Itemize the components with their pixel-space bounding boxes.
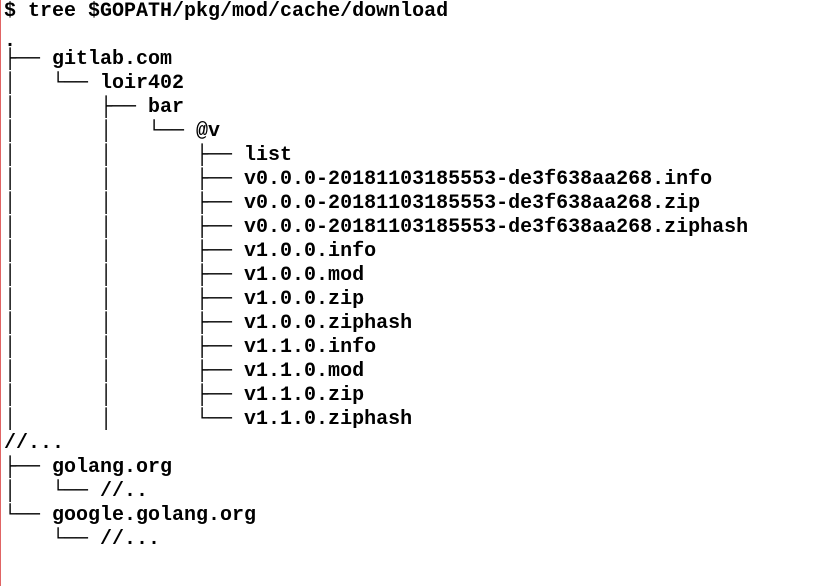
tree-line: │ └── loir402 [4, 72, 184, 96]
tree-entry: v0.0.0-20181103185553-de3f638aa268.zip [244, 192, 701, 215]
tree-entry: v0.0.0-20181103185553-de3f638aa268.zipha… [244, 216, 749, 239]
tree-line: │ │ ├── v1.1.0.info [4, 336, 376, 360]
tree-entry: google.golang.org [52, 504, 257, 527]
tree-line: │ ├── bar [4, 96, 184, 120]
terminal-output: $ tree $GOPATH/pkg/mod/cache/download . … [4, 0, 820, 586]
tree-entry: loir402 [100, 72, 185, 95]
tree-line: └── //... [4, 528, 160, 552]
tree-line: │ │ ├── list [4, 144, 292, 168]
command-line: $ tree $GOPATH/pkg/mod/cache/download [4, 0, 448, 24]
tree-line: │ │ ├── v1.0.0.info [4, 240, 376, 264]
tree-branch: │ │ ├── [4, 192, 245, 215]
tree-line: │ │ ├── v1.1.0.zip [4, 384, 364, 408]
tree-line: . [4, 30, 16, 54]
tree-entry: v1.1.0.ziphash [244, 408, 413, 431]
tree-branch: ├── [4, 48, 53, 71]
tree-line: ├── golang.org [4, 456, 172, 480]
tree-line: │ │ ├── v0.0.0-20181103185553-de3f638aa2… [4, 192, 700, 216]
tree-entry: v1.0.0.ziphash [244, 312, 413, 335]
tree-entry: v0.0.0-20181103185553-de3f638aa268.info [244, 168, 713, 191]
tree-entry: @v [196, 120, 221, 143]
tree-entry: //... [4, 432, 65, 455]
tree-entry: v1.1.0.info [244, 336, 377, 359]
tree-entry: v1.0.0.mod [244, 264, 365, 287]
tree-entry: //.. [100, 480, 149, 503]
tree-line: │ │ ├── v0.0.0-20181103185553-de3f638aa2… [4, 216, 748, 240]
tree-branch: │ │ └── [4, 408, 245, 431]
tree-branch: │ │ ├── [4, 384, 245, 407]
command-text: tree $GOPATH/pkg/mod/cache/download [28, 0, 449, 23]
tree-line: │ │ ├── v1.0.0.zip [4, 288, 364, 312]
tree-entry: v1.1.0.zip [244, 384, 365, 407]
tree-entry: list [244, 144, 293, 167]
tree-line: │ └── //.. [4, 480, 148, 504]
tree-entry: gitlab.com [52, 48, 173, 71]
tree-branch: │ │ ├── [4, 240, 245, 263]
tree-entry: v1.1.0.mod [244, 360, 365, 383]
tree-entry: v1.0.0.info [244, 240, 377, 263]
tree-entry: bar [148, 96, 185, 119]
tree-line: │ │ ├── v1.0.0.ziphash [4, 312, 412, 336]
tree-line: │ │ ├── v1.0.0.mod [4, 264, 364, 288]
tree-branch: │ │ ├── [4, 288, 245, 311]
tree-branch: │ │ ├── [4, 336, 245, 359]
tree-branch: └── [4, 528, 101, 551]
tree-branch: │ │ ├── [4, 144, 245, 167]
tree-branch: │ ├── [4, 96, 149, 119]
prompt-symbol: $ [4, 0, 29, 23]
tree-branch: │ │ ├── [4, 312, 245, 335]
tree-line: │ │ └── @v [4, 120, 220, 144]
tree-entry: v1.0.0.zip [244, 288, 365, 311]
tree-line: └── google.golang.org [4, 504, 256, 528]
tree-entry: //... [100, 528, 161, 551]
tree-branch: │ └── [4, 480, 101, 503]
tree-line: │ │ └── v1.1.0.ziphash [4, 408, 412, 432]
tree-line: │ │ ├── v1.1.0.mod [4, 360, 364, 384]
tree-branch: . [4, 30, 17, 53]
tree-entry: golang.org [52, 456, 173, 479]
tree-branch: │ │ ├── [4, 216, 245, 239]
tree-line: //... [4, 432, 64, 456]
tree-branch: │ └── [4, 72, 101, 95]
tree-branch: │ │ ├── [4, 360, 245, 383]
tree-branch: ├── [4, 456, 53, 479]
window-left-border [0, 0, 1, 586]
tree-branch: │ │ ├── [4, 168, 245, 191]
tree-branch: └── [4, 504, 53, 527]
tree-branch: │ │ ├── [4, 264, 245, 287]
tree-branch: │ │ └── [4, 120, 197, 143]
tree-line: ├── gitlab.com [4, 48, 172, 72]
tree-line: │ │ ├── v0.0.0-20181103185553-de3f638aa2… [4, 168, 712, 192]
